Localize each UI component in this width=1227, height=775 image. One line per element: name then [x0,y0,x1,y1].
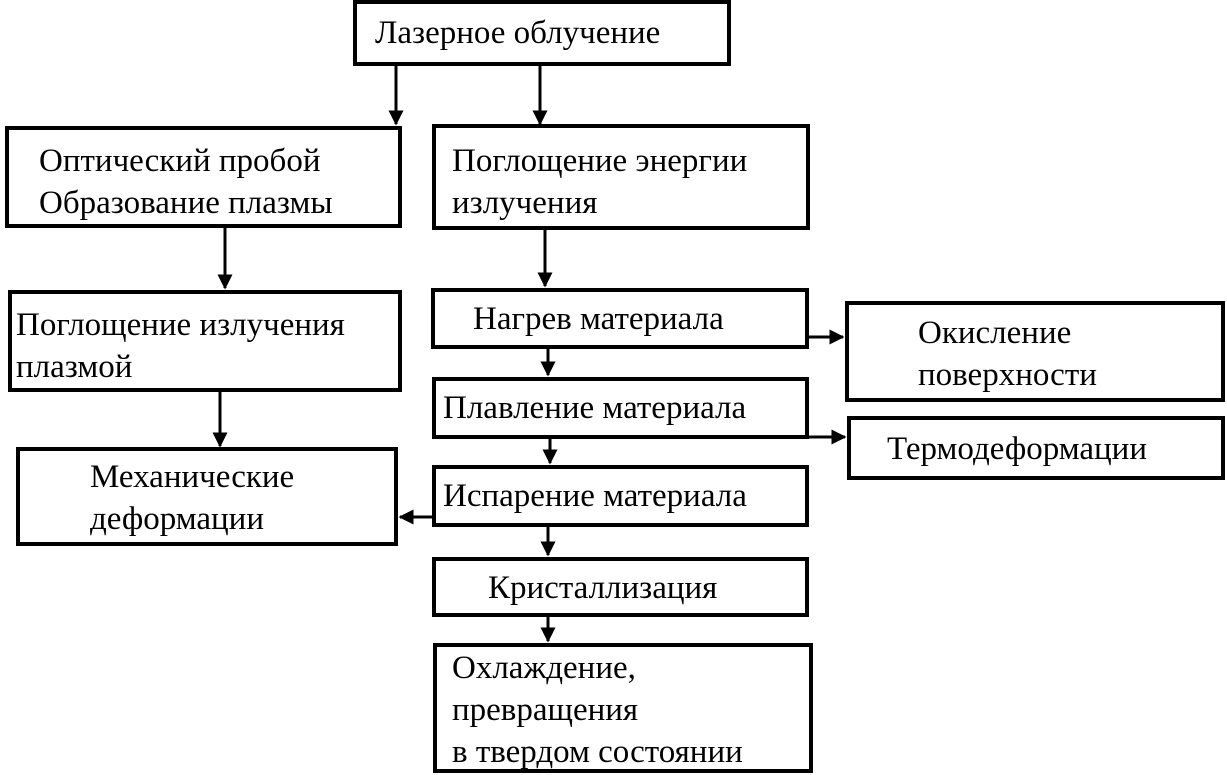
node-energy-absorption-line-1: Поглощение энергии [452,143,748,179]
node-crystallization-line-1: Кристаллизация [488,570,718,606]
node-melting-line-1: Плавление материала [443,390,747,426]
node-energy-absorption: Поглощение энергии излучения [432,124,810,230]
node-surface-oxidation: Окисление поверхности [845,301,1225,402]
node-mechanical-deformations-line-2: деформации [90,501,265,537]
node-plasma-absorption-line-1: Поглощение излучения [16,307,345,343]
node-optical-breakdown-line-2: Образование плазмы [39,185,333,221]
node-evaporation: Испарение материала [432,465,809,527]
node-heating-line-1: Нагрев материала [473,301,724,337]
node-laser-irradiation: Лазерное облучение [353,0,731,66]
node-cooling-transformations-line-3: в твердом состоянии [452,734,743,770]
node-optical-breakdown-line-1: Оптический пробой [39,143,321,179]
node-surface-oxidation-line-2: поверхности [918,357,1097,393]
node-mechanical-deformations-line-1: Механические [90,459,295,495]
node-cooling-transformations: Охлаждение, превращения в твердом состоя… [433,643,813,773]
node-laser-irradiation-line-1: Лазерное облучение [375,15,661,51]
node-plasma-absorption-line-2: плазмой [16,349,133,385]
node-crystallization: Кристаллизация [432,557,809,617]
node-mechanical-deformations: Механические деформации [16,447,398,546]
node-evaporation-line-1: Испарение материала [443,478,747,514]
node-energy-absorption-line-2: излучения [452,185,598,221]
node-plasma-absorption: Поглощение излучения плазмой [8,290,402,392]
node-cooling-transformations-line-2: превращения [452,692,639,728]
node-surface-oxidation-line-1: Окисление [918,315,1072,351]
node-heating: Нагрев материала [431,288,809,349]
node-cooling-transformations-line-1: Охлаждение, [452,650,636,686]
node-thermal-deformations-line-1: Термодеформации [887,431,1147,467]
node-melting: Плавление материала [432,377,809,439]
node-thermal-deformations: Термодеформации [847,416,1225,480]
node-optical-breakdown: Оптический пробой Образование плазмы [5,126,402,228]
